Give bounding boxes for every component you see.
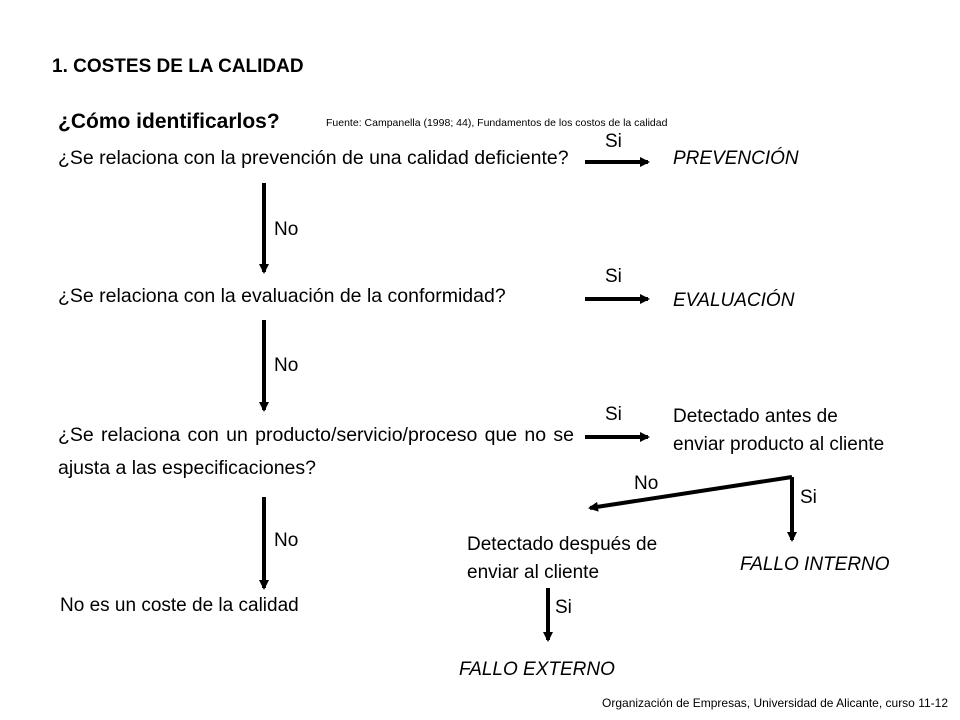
label-yes-q3: Si — [605, 404, 622, 425]
label-no-detected-before: No — [634, 473, 659, 494]
outcome-detected-after: Detectado después de enviar al cliente — [467, 531, 657, 587]
question-prevention: ¿Se relaciona con la prevención de una c… — [58, 147, 569, 169]
label-no-q1: No — [274, 219, 299, 240]
outcome-detected-before: Detectado antes de enviar producto al cl… — [673, 403, 884, 459]
question-evaluation: ¿Se relaciona con la evaluación de la co… — [58, 285, 506, 307]
detected-before-line2: enviar producto al cliente — [673, 434, 885, 455]
label-no-q3: No — [274, 530, 299, 551]
detected-after-line1: Detectado después de — [467, 534, 658, 555]
outcome-evaluation: EVALUACIÓN — [673, 290, 795, 311]
outcome-external-failure: FALLO EXTERNO — [459, 659, 615, 680]
detected-before-line1: Detectado antes de — [673, 406, 838, 427]
label-yes-detected-before: Si — [800, 487, 817, 508]
page-title: 1. COSTES DE LA CALIDAD — [52, 56, 304, 77]
outcome-internal-failure: FALLO INTERNO — [740, 554, 890, 575]
outcome-not-quality-cost: No es un coste de la calidad — [60, 595, 299, 616]
footer-credit: Organización de Empresas, Universidad de… — [602, 696, 948, 710]
detected-after-line2: enviar al cliente — [467, 562, 600, 583]
source-note: Fuente: Campanella (1998; 44), Fundament… — [326, 117, 668, 129]
label-yes-detected-after: Si — [555, 597, 572, 618]
question-specifications: ¿Se relaciona con un producto/servicio/p… — [58, 424, 574, 479]
label-no-q2: No — [274, 355, 299, 376]
arrow-detected-before-no — [588, 475, 793, 512]
section-subtitle: ¿Cómo identificarlos? — [58, 110, 280, 133]
label-yes-q1: Si — [605, 131, 622, 152]
outcome-prevention: PREVENCIÓN — [673, 148, 799, 169]
label-yes-q2: Si — [605, 266, 622, 287]
